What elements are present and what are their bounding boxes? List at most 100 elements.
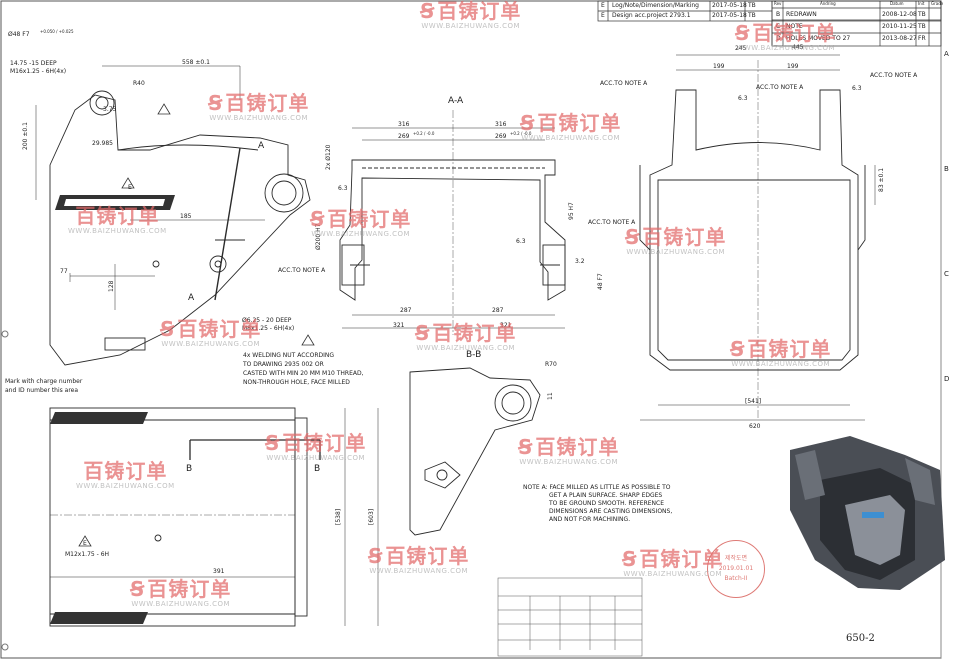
grid-letter: C [944,270,949,278]
dim-label: 269 [495,133,507,140]
dim-label: M12x1.75 - 6H [65,551,110,558]
watermark-url: WWW.BAIZHUWANG.COM [369,567,469,575]
dim-label: 95 H7 [568,202,575,220]
weld-note-line: TO DRAWING 2935 002 OR [243,361,324,368]
watermark-text: 百铸订单 [639,547,724,571]
section-a-a-title: A-A [448,96,464,106]
section-b-b-title: B-B [466,350,482,360]
front-view [639,54,876,421]
note-a-line: GET A PLAIN SURFACE. SHARP EDGES [549,492,663,499]
watermark-logo-icon: Ꞩ [420,0,436,23]
dim-label: 316 [495,121,507,128]
watermark-url: WWW.BAIZHUWANG.COM [421,22,521,30]
dim-label: 200 ±0.1 [22,122,29,150]
watermark-url: WWW.BAIZHUWANG.COM [76,482,175,490]
note-a-line: DIMENSIONS ARE CASTING DIMENSIONS, [549,508,673,515]
note-a-line: TO BE GROUND SMOOTH. REFERENCE [549,500,665,507]
rev-header: Ändring [820,1,836,6]
watermark-url: WWW.BAIZHUWANG.COM [736,44,836,52]
dim-label: 199 [787,63,799,70]
dim-label: 11 [547,392,554,400]
maximum-power-logo [50,412,148,624]
note-a-line: NOTE A: FACE MILLED AS LITTLE AS POSSIBL… [523,484,671,491]
annotation: ACC.TO NOTE A [588,219,636,226]
watermark-logo-icon: Ꞩ [368,544,384,568]
watermark-url: WWW.BAIZHUWANG.COM [161,340,261,348]
dim-label: Ø48 F7 [8,31,30,38]
dim-label: 620 [749,423,761,430]
dim-label: 83 ±0.1 [878,167,885,192]
revision-text: REDRAWN [786,11,817,18]
annotation: ACC.TO NOTE A [278,267,326,274]
watermark-text: 百铸订单 [535,435,620,459]
dim-tolerance: +0.2 / -0.0 [510,131,532,136]
watermark-logo-icon: Ꞩ [518,435,534,459]
dim-label: 445 [792,44,804,51]
watermark-text: 百铸订单 [752,21,837,45]
revision-mark: C [776,23,781,30]
dim-label: [541] [745,398,762,405]
maximum-power-logo [55,195,175,210]
watermark-logo-icon: Ꞩ [625,225,641,249]
dim-label: 77 [60,268,68,275]
watermark-url: WWW.BAIZHUWANG.COM [266,454,366,462]
watermark-text: 百铸订单 [282,431,367,455]
section-b-b [409,367,541,536]
dim-label: 2x Ø120 [325,144,332,170]
watermark-logo-icon: Ꞩ [160,317,176,341]
watermark-text: 百铸订单 [177,317,262,341]
watermark-url: WWW.BAIZHUWANG.COM [731,360,831,368]
title-row-init: TB [748,12,756,19]
watermark-url: WWW.BAIZHUWANG.COM [209,114,309,122]
watermark-logo-icon: Ꞩ [520,111,536,135]
cut-label-a: A [188,293,195,303]
watermark-url: WWW.BAIZHUWANG.COM [416,344,516,352]
grid-letter: A [944,50,949,58]
grid-letter: B [944,165,949,173]
revision-mark: D [776,35,781,42]
dim-tolerance: +0.050 / +0.025 [40,29,74,34]
watermark-url: WWW.BAIZHUWANG.COM [68,227,167,235]
legal-notice-box [497,577,643,657]
cut-label-b: B [314,464,321,474]
title-row-text: Design acc.project 2793.1 [612,12,691,19]
symbol-e: E [128,184,132,191]
watermark-text: 百铸订单 [83,459,168,483]
annotation: ACC.TO NOTE A [756,84,804,91]
watermark-logo-icon: Ꞩ [265,431,281,455]
dim-label: Ø6.25 - 20 DEEP [242,317,292,324]
watermark-text: 百铸订单 [75,204,160,228]
revision-init: FR [918,35,926,42]
dim-label: 48 F7 [597,273,604,290]
dim-tolerance: +0.2 / -0.0 [413,131,435,136]
watermark-logo-icon: Ꞩ [130,577,146,601]
watermark-url: WWW.BAIZHUWANG.COM [626,248,726,256]
title-row-mark: E [601,12,605,19]
weld-note-line: CASTED WITH MIN 20 MM M10 THREAD, [243,370,364,377]
rev-header: Grade [931,1,944,6]
stamp-line: Batch-II [724,575,748,582]
dim-label: 14.75 -15 DEEP [10,60,57,67]
punch-hole-icon [1,330,9,338]
cut-label-b: B [186,464,193,474]
title-row-date: 2017-05-18 [712,2,747,9]
revision-init: TB [918,11,926,18]
side-view [35,65,311,366]
dim-label: 287 [400,307,412,314]
weld-note-line: 4x WELDING NUT ACCORDING [243,352,335,359]
dim-label: 185 [180,213,192,220]
watermark-text: 百铸订单 [147,577,232,601]
sheet-number: 650-2 [846,633,875,644]
revision-text: NOTE [786,23,803,30]
dim-label: 245 [735,45,747,52]
